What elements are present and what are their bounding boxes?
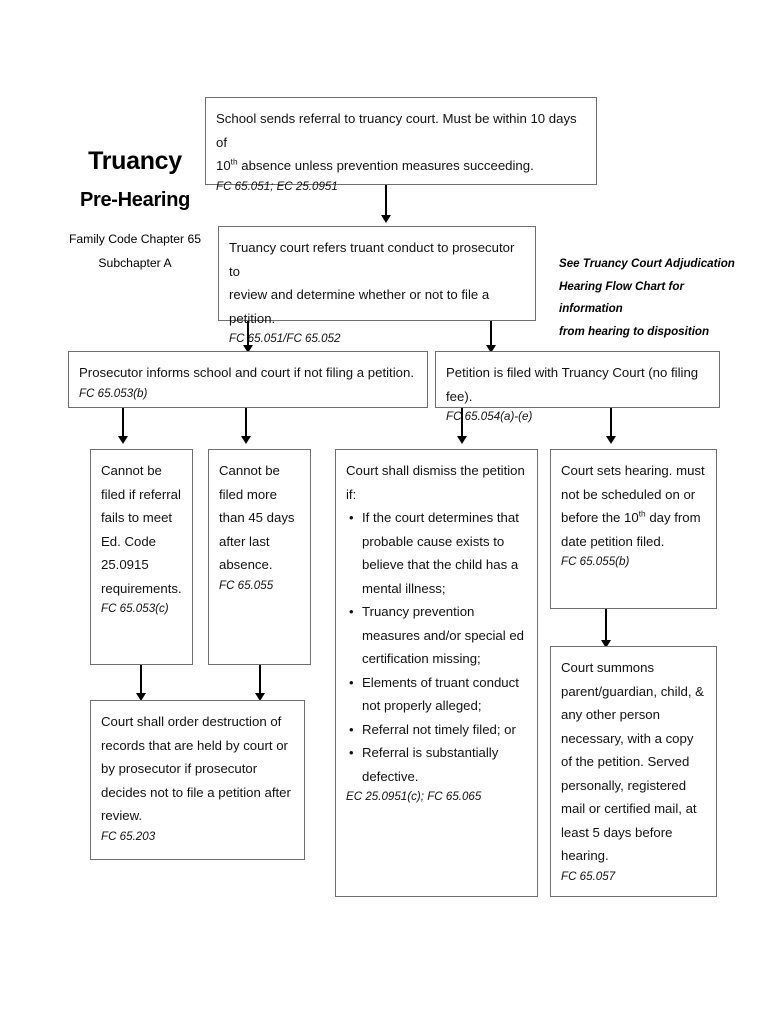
connector-court-to-prosecutor-informs [247,321,249,347]
node-prosecutor-informs: Prosecutor informs school and court if n… [68,351,428,408]
statute-citation: FC 65.055(b) [561,555,630,568]
arrowhead-court-to-petition-filed [486,345,496,353]
node-school-sends-referral: School sends referral to truancy court. … [205,97,597,193]
connector-petition-to-dismiss [461,408,463,438]
list-item: Referral is substantially defective. [346,741,527,788]
node-text-line-2-rest: absence unless prevention measures succe… [237,158,534,173]
list-item: Truancy prevention measures and/or speci… [346,600,527,671]
connector-hearing-to-summons [605,609,607,642]
list-item: Elements of truant conduct not properly … [346,671,527,718]
arrowhead-prosecutor-to-45-days [241,436,251,444]
node-text: Court summons parent/guardian, child, & … [561,660,704,863]
node-text-line-2: review and determine whether or not to f… [229,287,490,326]
node-cannot-file-45-days: Cannot be filed more than 45 days after … [208,449,311,665]
code-reference-line-1: Family Code Chapter 65 [68,231,202,246]
side-note-line-2: Hearing Flow Chart for information [559,279,684,316]
statute-citation: FC 65.203 [101,829,156,843]
connector-prosecutor-to-45-days [245,408,247,438]
node-text: Cannot be filed if referral fails to mee… [101,463,182,596]
arrowhead-hearing-to-summons [601,640,611,648]
dismissal-grounds-list: If the court determines that probable ca… [346,506,527,788]
connector-ed-code-to-destruction [140,665,142,695]
node-court-summons: Court summons parent/guardian, child, & … [550,646,717,897]
side-note-adjudication: See Truancy Court Adjudication Hearing F… [559,253,744,343]
node-court-refers-to-prosecutor: Truancy court refers truant conduct to p… [218,226,536,345]
statute-citation: FC 65.057 [561,869,616,883]
ordinal-number: 10 [216,158,231,173]
ordinal-suffix: th [638,508,646,519]
chart-title-block: Truancy Pre-Hearing Family Code Chapter … [55,146,215,275]
node-text-part-2: day from date petition filed. [561,510,701,549]
arrowhead-petition-to-dismiss [457,436,467,444]
statute-citation: FC 65.051/FC 65.052 [229,332,341,345]
node-text: Cannot be filed more than 45 days after … [219,463,295,572]
node-court-sets-hearing: Court sets hearing. must not be schedule… [550,449,717,609]
connector-school-to-court [385,185,387,217]
chart-code-reference: Family Code Chapter 65 Subchapter A [55,228,215,276]
statute-citation: FC 65.053(b) [79,386,148,400]
side-note-line-1: See Truancy Court Adjudication [559,257,735,270]
node-text: Court shall order destruction of records… [101,714,291,823]
node-heading: Court shall dismiss the petition if: [346,463,525,502]
connector-petition-to-sets-hearing [610,408,612,438]
node-destruction-of-records: Court shall order destruction of records… [90,700,305,860]
node-cannot-file-ed-code: Cannot be filed if referral fails to mee… [90,449,193,665]
node-text-line-1: Truancy court refers truant conduct to p… [229,240,515,279]
code-reference-line-2: Subchapter A [98,255,172,270]
connector-prosecutor-to-ed-code [122,408,124,438]
node-text-part-1: Court sets hearing. must not be schedule… [561,463,705,525]
arrowhead-45-days-to-destruction [255,693,265,701]
statute-citation: EC 25.0951(c); FC 65.065 [346,790,482,803]
page-title: Truancy [88,147,182,175]
node-court-shall-dismiss: Court shall dismiss the petition if: If … [335,449,538,897]
connector-court-to-petition-filed [490,321,492,347]
node-text: Court sets hearing. must not be schedule… [561,459,706,553]
statute-citation: FC 65.055 [219,578,274,592]
arrowhead-petition-to-sets-hearing [606,436,616,444]
statute-citation: FC 65.051; EC 25.0951 [216,179,338,193]
node-text-line-1: School sends referral to truancy court. … [216,111,577,150]
arrowhead-ed-code-to-destruction [136,693,146,701]
arrowhead-prosecutor-to-ed-code [118,436,128,444]
list-item: If the court determines that probable ca… [346,506,527,600]
node-text-line-2: 10th absence unless prevention measures … [216,154,586,178]
statute-citation: FC 65.053(c) [101,602,169,615]
list-item: Referral not timely filed; or [346,718,527,742]
arrowhead-court-to-prosecutor-informs [243,345,253,353]
node-text: Petition is filed with Truancy Court (no… [446,365,699,404]
node-text: Prosecutor informs school and court if n… [79,365,414,380]
page-subtitle: Pre-Hearing [79,188,191,211]
ordinal-suffix: th [230,156,238,167]
side-note-line-3: from hearing to disposition [559,324,710,338]
statute-citation: FC 65.054(a)-(e) [446,410,533,423]
connector-45-days-to-destruction [259,665,261,695]
node-petition-filed: Petition is filed with Truancy Court (no… [435,351,720,423]
arrowhead-school-to-court [381,215,391,223]
